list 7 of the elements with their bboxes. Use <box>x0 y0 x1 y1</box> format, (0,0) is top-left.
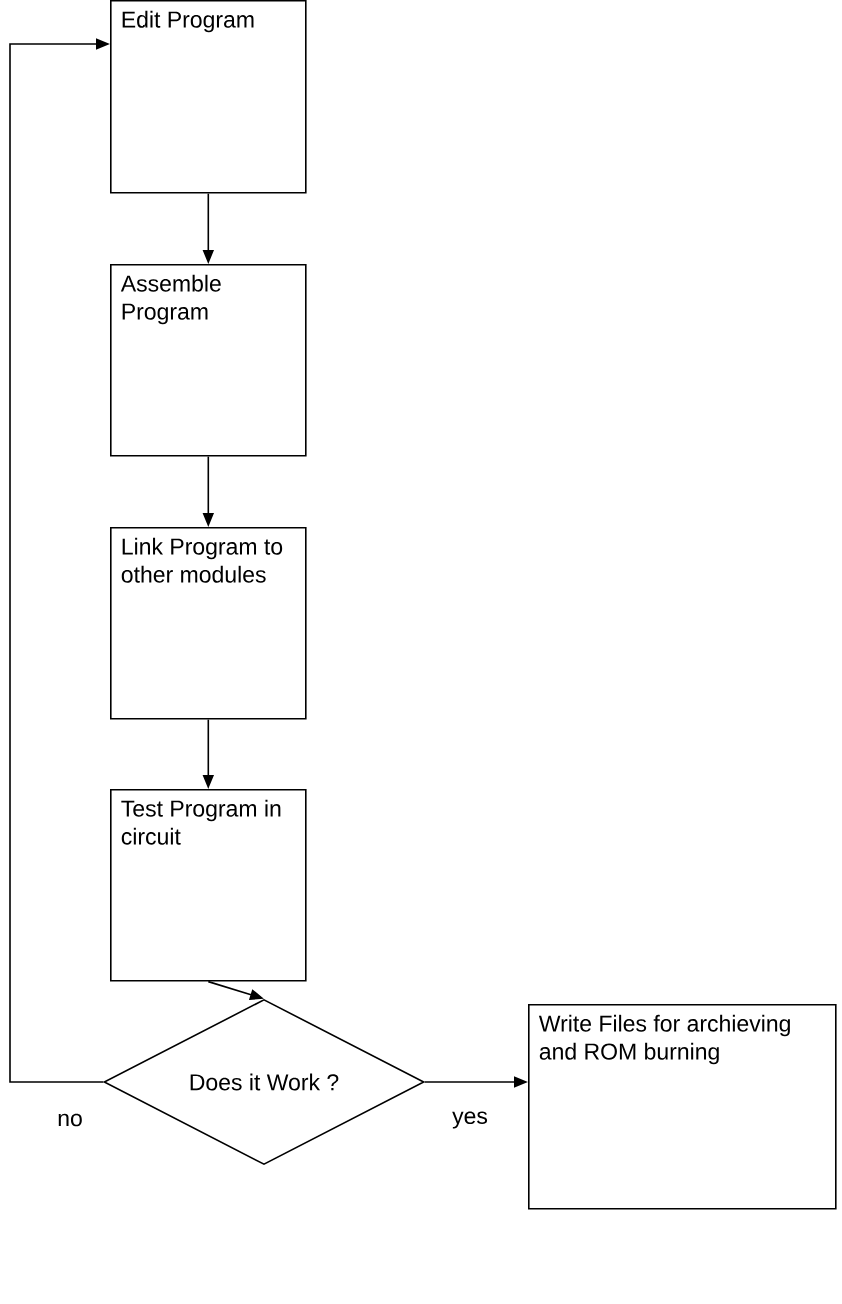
edge-label: no <box>55 1111 85 1129</box>
process-box: Link Program to other modules <box>110 527 307 720</box>
process-box: Edit Program <box>110 0 307 194</box>
process-box: Test Program in circuit <box>110 789 307 982</box>
edge-label: yes <box>450 1109 490 1131</box>
process-box: Assemble Program <box>110 264 307 457</box>
process-box: Write Files for archieving and ROM burning <box>528 1004 837 1210</box>
